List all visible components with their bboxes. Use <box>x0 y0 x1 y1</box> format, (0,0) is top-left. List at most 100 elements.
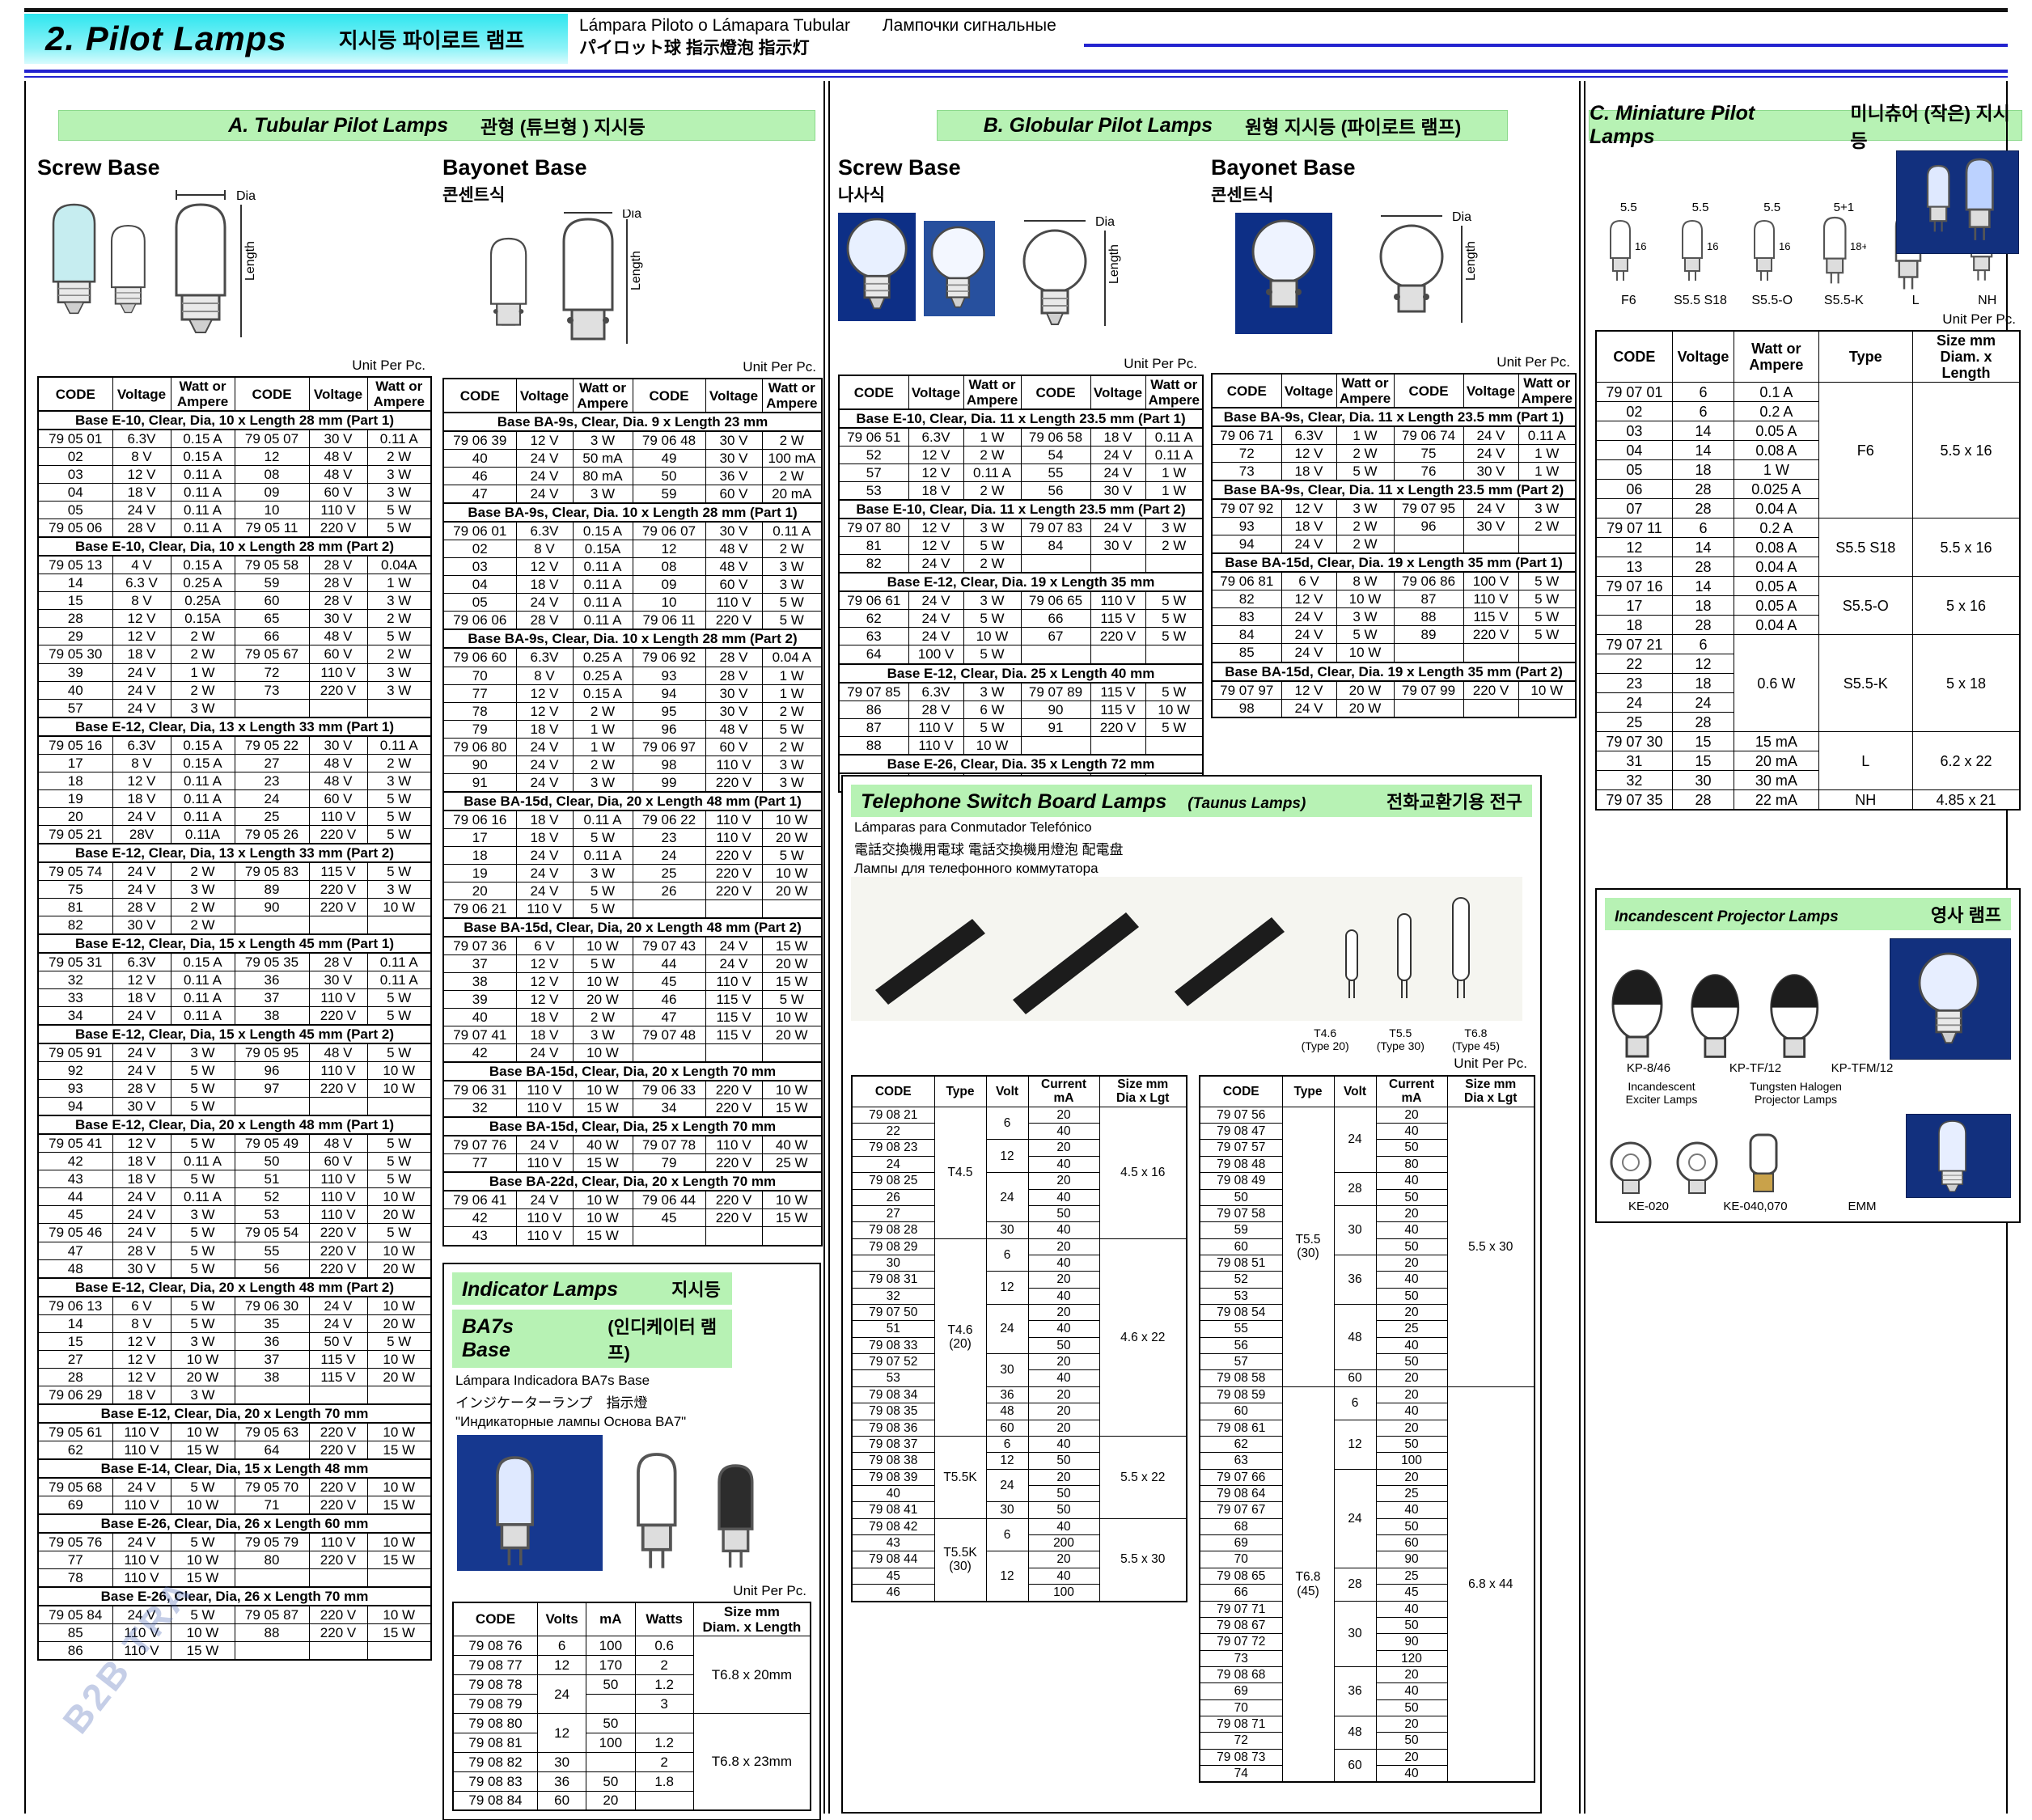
table-cell: 46 <box>442 467 517 486</box>
table-cell: 48 V <box>308 627 368 646</box>
table-cell: 20 W <box>572 990 633 1009</box>
table-cell: 28 <box>1671 557 1735 578</box>
divider-b-c <box>1579 81 1585 1814</box>
table-cell: 68 <box>1199 1517 1283 1536</box>
table-cell: 5 W <box>1145 717 1204 737</box>
table-cell: 18 V <box>515 719 574 739</box>
table-cell: 27 <box>37 1349 113 1369</box>
table-cell: 0.11 A <box>366 735 432 755</box>
table-cell: 10 W <box>572 1190 633 1210</box>
table-cell: 6 <box>1671 634 1735 655</box>
table-cell: 48 <box>1333 1304 1377 1371</box>
table-cell: CODE <box>1393 373 1464 408</box>
table-cell: 79 08 49 <box>1199 1172 1283 1190</box>
table-cell: 0.08 A <box>1734 537 1819 558</box>
table-cell: 72 <box>1199 1732 1283 1750</box>
table-cell: 12 V <box>1281 590 1337 609</box>
table-cell <box>234 1097 310 1116</box>
table-cell: 60 V <box>705 485 763 504</box>
table-cell: 22 mA <box>1734 789 1819 811</box>
table-cell: 12 V <box>515 557 574 577</box>
table-cell: 24 <box>234 789 310 808</box>
table-cell: 37 <box>442 954 517 974</box>
table-cell: 79 06 86 <box>1393 571 1464 591</box>
table-cell: 30 V <box>705 521 763 541</box>
table-cell: 79 05 70 <box>234 1477 310 1496</box>
section-a-band: A. Tubular Pilot Lamps 관형 (튜브형 ) 지시등 <box>58 110 815 141</box>
table-cell: 03 <box>442 557 517 577</box>
table-cell: 18 V <box>112 1170 171 1189</box>
table-cell: 79 05 79 <box>234 1532 310 1552</box>
indicator-band-2: BA7s Base (인디케이터 램프) <box>452 1309 733 1368</box>
table-cell: 24 V <box>515 485 574 504</box>
screw-base-label: Screw Base <box>838 155 961 180</box>
table-cell: 79 06 92 <box>632 647 706 667</box>
table-cell <box>234 1568 310 1588</box>
table-cell: 100 <box>1375 1452 1448 1470</box>
table-cell: 02 <box>37 447 113 467</box>
table-cell: 115 V <box>1090 682 1146 701</box>
table-cell: 20 <box>1027 1353 1100 1371</box>
table-cell: 3 <box>634 1693 694 1714</box>
table-cell: 50 <box>234 1152 310 1171</box>
table-cell: 0.11 A <box>572 575 633 595</box>
table-cell: 10 W <box>1518 680 1577 700</box>
table-cell: 79 08 47 <box>1199 1123 1283 1141</box>
length-value: 18+1 <box>1850 240 1866 252</box>
table-cell: 79 07 11 <box>1595 518 1673 539</box>
table-cell: 33 <box>37 988 113 1008</box>
table-cell: 50 <box>1027 1452 1100 1470</box>
table-row: Base E-12, Clear, Dia. 25 x Length 40 mm <box>838 662 1204 684</box>
table-cell: 100 <box>586 1635 636 1656</box>
table-cell: 79 05 35 <box>234 952 310 972</box>
table-row: Base BA-15d, Clear, Dia, 20 x Length 70 … <box>442 1061 823 1082</box>
table-cell: 3 W <box>963 682 1022 701</box>
table-cell: 4.6 x 22 <box>1099 1238 1187 1437</box>
table-cell: 48 V <box>308 1133 368 1153</box>
table-cell: Watt or Ampere <box>963 375 1022 410</box>
table-cell: 1 W <box>170 662 235 682</box>
table-cell: 20 W <box>366 1314 432 1333</box>
table-cell: 6.3 V <box>112 574 171 593</box>
table-cell: 79 07 89 <box>1020 682 1091 701</box>
table-cell: 110 V <box>705 972 763 992</box>
table-cell: 79 07 58 <box>1199 1204 1283 1223</box>
table-cell: 82 <box>37 915 113 935</box>
table-cell: 2 W <box>1336 517 1395 536</box>
table-cell <box>1518 643 1577 662</box>
table-cell: 1 W <box>1336 425 1395 446</box>
table-cell: 24 V <box>112 698 171 718</box>
table-cell: 0.05 A <box>1734 595 1819 616</box>
table-cell: 46 <box>851 1584 935 1602</box>
table-cell: 12 V <box>908 446 964 465</box>
table-cell: 79 06 80 <box>442 737 517 756</box>
table-cell: 79 08 68 <box>1199 1666 1283 1684</box>
table-cell: 60 <box>1333 1748 1377 1783</box>
table-cell: 5 W <box>963 609 1022 629</box>
table-cell: 63 <box>1199 1452 1283 1470</box>
table-cell: 30 <box>1671 770 1735 791</box>
table-cell: 110 V <box>308 501 368 520</box>
